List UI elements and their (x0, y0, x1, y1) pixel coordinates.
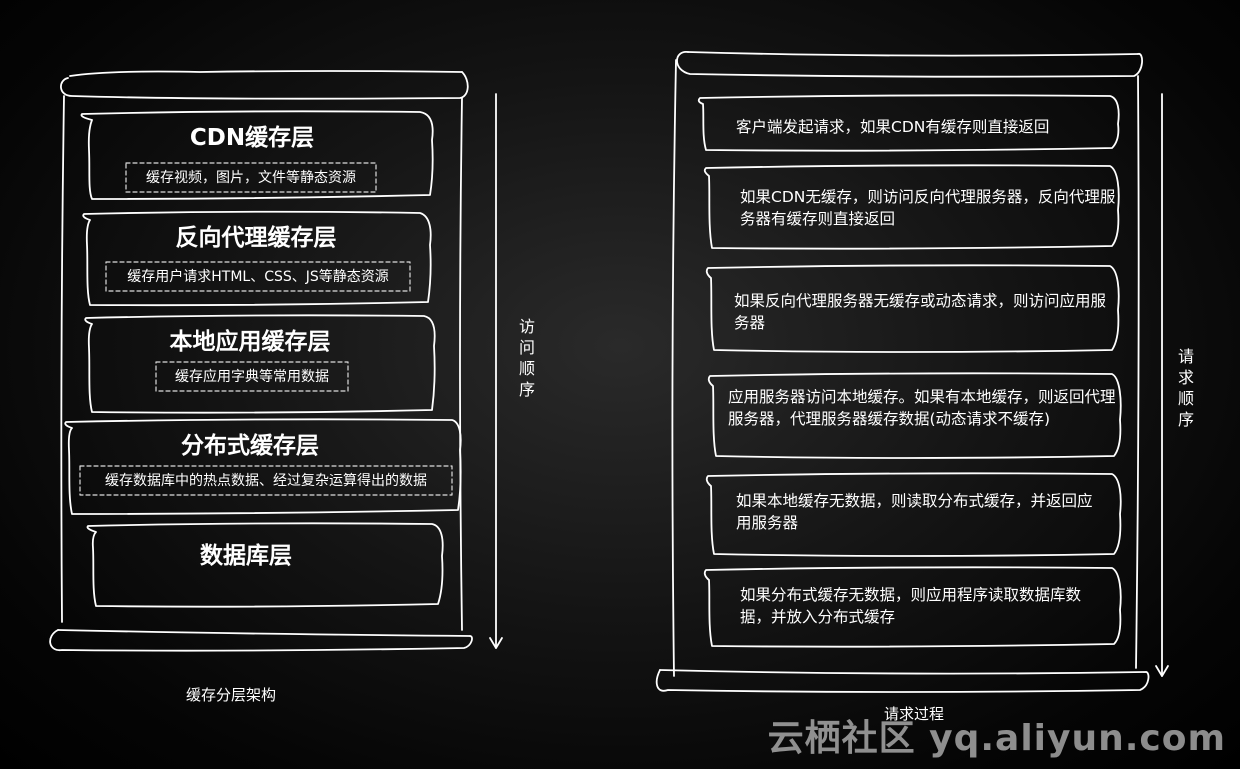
layer-desc-distributed: 缓存数据库中的热点数据、经过复杂运算得出的数据 (105, 473, 427, 489)
layer-desc-reverse-proxy: 缓存用户请求HTML、CSS、JS等静态资源 (127, 269, 389, 285)
layer-desc-local-app: 缓存应用字典等常用数据 (175, 369, 329, 385)
left-layer-boxes (64, 110, 462, 608)
left-caption: 缓存分层架构 (186, 686, 277, 704)
layer-title-cdn: CDN缓存层 (189, 125, 315, 151)
step-3-text: 如果反向代理服务器无缓存或动态请求，则访问应用服务器 (734, 292, 1107, 332)
step-4-text: 应用服务器访问本地缓存。如果有本地缓存，则返回代理服务器，代理服务器缓存数据(动… (728, 388, 1116, 428)
layer-desc-cdn: 缓存视频，图片，文件等静态资源 (146, 170, 356, 186)
layer-title-reverse-proxy: 反向代理缓存层 (175, 225, 337, 251)
access-order-label: 访问顺序 (518, 317, 535, 399)
left-order-arrow (489, 93, 503, 649)
layer-title-database: 数据库层 (200, 543, 292, 569)
step-1-text: 客户端发起请求，如果CDN有缓存则直接返回 (736, 118, 1050, 136)
step-6-text: 如果分布式缓存无数据，则应用程序读取数据库数据，并放入分布式缓存 (740, 586, 1082, 626)
left-scroll-frame (49, 70, 473, 652)
step-5-text: 如果本地缓存无数据，则读取分布式缓存，并返回应用服务器 (736, 492, 1093, 532)
right-scroll-frame (655, 51, 1150, 693)
request-order-label: 请求顺序 (1177, 347, 1194, 429)
layer-title-local-app: 本地应用缓存层 (169, 329, 331, 355)
watermark-text: 云栖社区 yq.aliyun.com (767, 718, 1226, 759)
right-order-arrow (1155, 93, 1169, 677)
right-step-boxes (697, 94, 1122, 648)
step-2-text: 如果CDN无缓存，则访问反向代理服务器，反向代理服务器有缓存则直接返回 (740, 188, 1116, 228)
right-caption: 请求过程 (884, 705, 945, 723)
left-desc-dashed-boxes (79, 162, 453, 496)
layer-title-distributed: 分布式缓存层 (181, 433, 319, 459)
